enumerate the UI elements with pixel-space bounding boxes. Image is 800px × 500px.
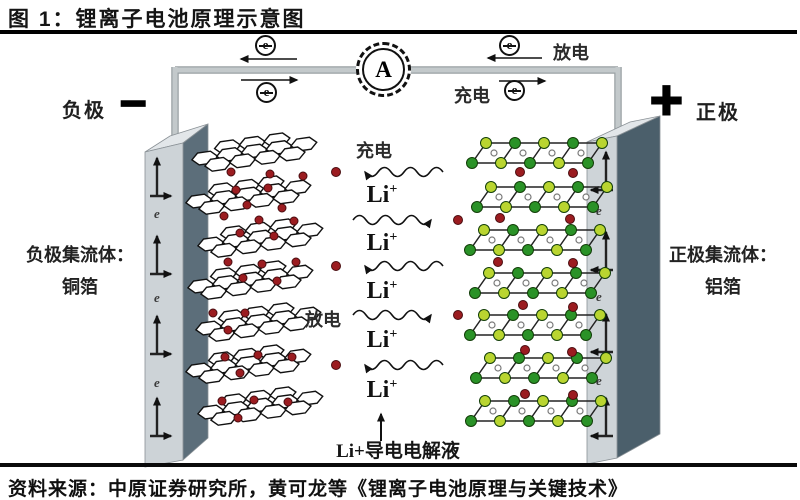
cathode-collector-material: 铝箔 [705, 276, 741, 297]
lithium-ion-dots [208, 167, 578, 423]
electron-icon: e [596, 289, 602, 304]
ammeter-label: A [362, 48, 405, 91]
plus-icon: + [647, 74, 687, 125]
electron-icon: e [499, 35, 520, 56]
electron-icon: e [596, 373, 602, 388]
anode-collector-label: 负极集流体： 铜箔 [6, 240, 154, 303]
electron-icon: e [256, 82, 277, 103]
minus-icon: − [117, 83, 150, 124]
anode-collector-title: 负极集流体： [26, 245, 134, 265]
li-ion-label: Li+ [366, 182, 398, 208]
ion-migration-arrows [352, 166, 444, 374]
cathode-collector-title: 正极集流体： [669, 245, 777, 265]
li-ion-label: Li+ [366, 230, 398, 256]
charge-label-center: 充电 [356, 141, 392, 161]
electron-icon: e [596, 203, 602, 218]
source-rule [0, 463, 797, 467]
li-ion-label: Li+ [366, 377, 398, 403]
discharge-label-top: 放电 [553, 43, 589, 63]
anode-current-arrows [150, 156, 173, 440]
anode-collector-material: 铜箔 [62, 276, 98, 297]
anode-terminal-label: 负极 [62, 100, 106, 122]
source-note: 资料来源：中原证券研究所，黄可龙等《锂离子电池原理与关键技术》 [8, 479, 629, 500]
electron-icon: e [255, 35, 276, 56]
li-ion-label: Li+ [366, 327, 398, 353]
ammeter: A [356, 42, 411, 97]
figure-title: 图 1：锂离子电池原理示意图 [8, 8, 306, 31]
discharge-label-center: 放电 [305, 310, 341, 330]
electron-icon: e [504, 80, 525, 101]
electron-icon: e [154, 375, 160, 390]
title-rule [0, 30, 797, 34]
electron-icon: e [154, 290, 160, 305]
cathode-terminal-label: 正极 [696, 102, 740, 124]
electron-icon: e [154, 206, 160, 221]
cathode-collector-label: 正极集流体： 铝箔 [648, 240, 798, 303]
electron-flow-arrows [239, 54, 547, 85]
electrolyte-label: Li+导电电解液 [336, 441, 460, 462]
charge-label-top: 充电 [454, 86, 490, 106]
li-ion-label: Li+ [366, 278, 398, 304]
